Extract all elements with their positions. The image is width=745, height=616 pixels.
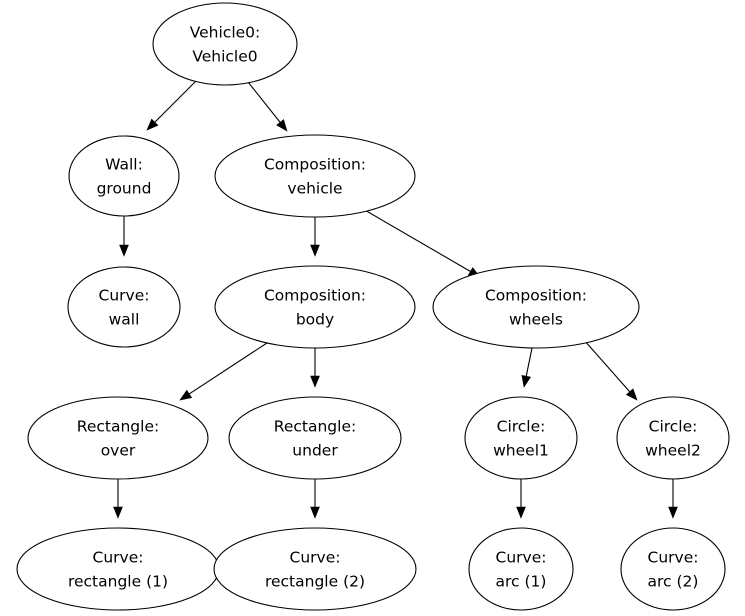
- node-label-line1: Rectangle:: [77, 418, 159, 436]
- arrowhead-icon: [179, 389, 193, 401]
- graph-node-curve-arc-2[interactable]: Curve: arc (2): [620, 527, 726, 611]
- graph-edge-rectangle-over-to-curve-rectangle-1: [113, 479, 123, 519]
- graph-edge-composition-body-to-rectangle-over: [179, 340, 271, 401]
- graph-edge-wall-ground-to-curve-wall: [119, 216, 129, 257]
- node-label-line2: rectangle (1): [68, 573, 168, 591]
- graph-node-curve-rectangle-1[interactable]: Curve: rectangle (1): [16, 527, 220, 611]
- arrowhead-icon: [119, 244, 129, 257]
- graph-node-composition-body[interactable]: Composition: body: [214, 265, 416, 349]
- arrowhead-icon: [521, 374, 532, 388]
- graph-edge-vehicle0-to-wall-ground: [146, 80, 197, 131]
- graph-edge-composition-vehicle-to-composition-body: [310, 217, 320, 257]
- graph-node-composition-wheels[interactable]: Composition: wheels: [432, 265, 640, 349]
- graph-edge-composition-vehicle-to-composition-wheels: [362, 208, 481, 278]
- node-label-line2: wheel1: [493, 442, 549, 460]
- node-label-line1: Curve:: [99, 287, 150, 305]
- node-label-line2: body: [296, 311, 334, 329]
- graph-node-composition-vehicle[interactable]: Composition: vehicle: [214, 134, 416, 218]
- node-label-line1: Composition:: [264, 287, 366, 305]
- node-ellipse-shape[interactable]: [620, 527, 726, 611]
- node-ellipse-shape[interactable]: [468, 527, 574, 611]
- arrowhead-icon: [276, 119, 288, 132]
- node-ellipse-shape[interactable]: [214, 134, 416, 218]
- node-label-line2: wall: [109, 311, 140, 329]
- node-label-line2: ground: [97, 180, 152, 198]
- node-label-line2: over: [101, 442, 136, 460]
- node-label-line1: Curve:: [648, 549, 699, 567]
- edge-shaft: [247, 81, 281, 123]
- graph-edge-rectangle-under-to-curve-rectangle-2: [310, 479, 320, 519]
- graph-node-curve-rectangle-2[interactable]: Curve: rectangle (2): [213, 527, 417, 611]
- node-label-line2: wheels: [509, 311, 563, 329]
- node-label-line2: vehicle: [287, 180, 342, 198]
- node-ellipse-shape[interactable]: [16, 527, 220, 611]
- edge-shaft: [154, 80, 197, 123]
- graph-node-rectangle-over[interactable]: Rectangle: over: [27, 396, 209, 480]
- node-ellipse-shape[interactable]: [68, 135, 180, 217]
- graph-node-rectangle-under[interactable]: Rectangle: under: [228, 396, 402, 480]
- node-ellipse-shape[interactable]: [616, 396, 730, 480]
- node-label-line2: rectangle (2): [265, 573, 365, 591]
- node-ellipse-shape[interactable]: [67, 266, 181, 348]
- node-label-line1: Rectangle:: [274, 418, 356, 436]
- graph-edge-circle-wheel1-to-curve-arc-1: [516, 479, 526, 519]
- node-ellipse-shape[interactable]: [27, 396, 209, 480]
- node-label-line1: Wall:: [105, 156, 143, 174]
- arrowhead-icon: [146, 118, 159, 131]
- edge-shaft: [583, 339, 631, 393]
- node-ellipse-shape[interactable]: [432, 265, 640, 349]
- arrowhead-icon: [113, 506, 123, 519]
- graph-node-curve-arc-1[interactable]: Curve: arc (1): [468, 527, 574, 611]
- node-ellipse-shape[interactable]: [464, 396, 578, 480]
- arrowhead-icon: [668, 506, 678, 519]
- graph-edge-composition-body-to-rectangle-under: [310, 348, 320, 388]
- node-label-line1: Composition:: [264, 156, 366, 174]
- arrowhead-icon: [516, 506, 526, 519]
- arrowhead-icon: [310, 506, 320, 519]
- node-label-line1: Curve:: [290, 549, 341, 567]
- arrowhead-icon: [310, 375, 320, 388]
- graph-edge-vehicle0-to-composition-vehicle: [247, 81, 288, 132]
- graph-edge-composition-wheels-to-circle-wheel2: [583, 339, 638, 401]
- graph-node-circle-wheel2[interactable]: Circle: wheel2: [616, 396, 730, 480]
- graph-node-wall-ground[interactable]: Wall: ground: [68, 135, 180, 217]
- graph-node-vehicle0[interactable]: Vehicle0: Vehicle0: [152, 2, 298, 86]
- node-ellipse-shape[interactable]: [152, 2, 298, 86]
- edge-shaft: [362, 208, 471, 272]
- edge-shaft: [525, 347, 533, 377]
- node-label-line1: Curve:: [93, 549, 144, 567]
- node-label-line1: Vehicle0:: [190, 24, 261, 42]
- node-label-line2: wheel2: [645, 442, 701, 460]
- node-label-line1: Composition:: [485, 287, 587, 305]
- node-label-line2: Vehicle0: [192, 48, 257, 66]
- arrowhead-icon: [625, 388, 638, 401]
- edge-shaft: [188, 340, 271, 395]
- node-label-line2: arc (1): [496, 573, 547, 591]
- graph-edge-composition-wheels-to-circle-wheel1: [521, 347, 533, 388]
- arrowhead-icon: [310, 244, 320, 257]
- node-label-line1: Circle:: [497, 418, 546, 436]
- graph-node-circle-wheel1[interactable]: Circle: wheel1: [464, 396, 578, 480]
- node-label-line2: arc (2): [648, 573, 699, 591]
- nodes-layer: Vehicle0:Vehicle0Wall:groundComposition:…: [16, 2, 730, 611]
- node-label-line1: Circle:: [649, 418, 698, 436]
- node-ellipse-shape[interactable]: [214, 265, 416, 349]
- graph-node-curve-wall[interactable]: Curve: wall: [67, 266, 181, 348]
- node-ellipse-shape[interactable]: [228, 396, 402, 480]
- node-ellipse-shape[interactable]: [213, 527, 417, 611]
- node-label-line2: under: [292, 442, 338, 460]
- node-label-line1: Curve:: [496, 549, 547, 567]
- graph-edge-circle-wheel2-to-curve-arc-2: [668, 479, 678, 519]
